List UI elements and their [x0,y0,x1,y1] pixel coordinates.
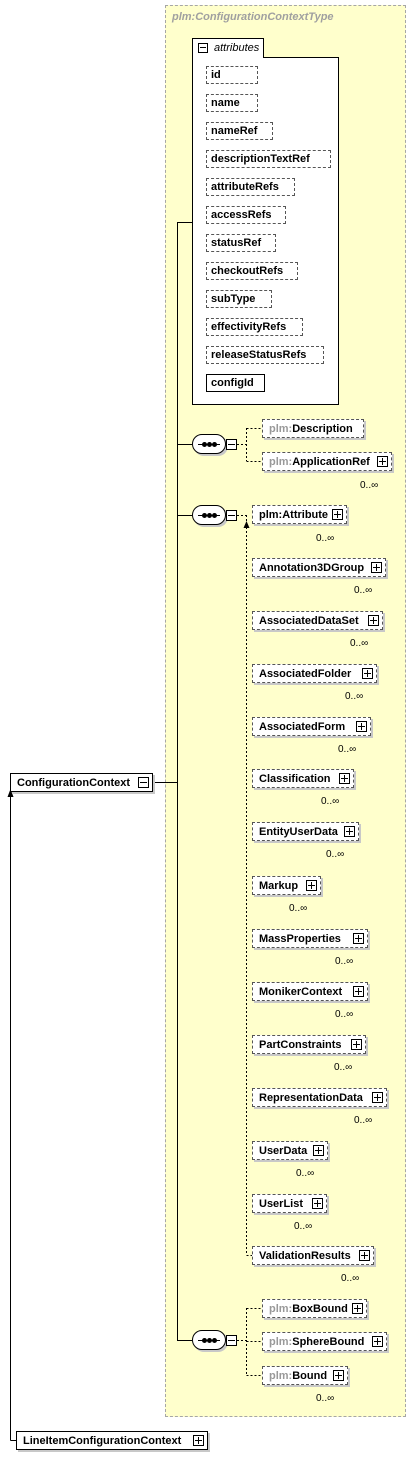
cardinality: 0..∞ [338,744,357,755]
attribute-nameref[interactable]: nameRef [206,122,273,140]
element-partconstraints[interactable]: PartConstraints [252,1035,366,1054]
element-userdata[interactable]: UserData [252,1141,328,1160]
element-massproperties[interactable]: MassProperties [252,929,368,948]
attribute-id[interactable]: id [206,66,258,84]
expand-icon[interactable] [351,1039,362,1050]
attribute-accessrefs[interactable]: accessRefs [206,206,286,224]
sequence-compositor-1[interactable] [192,434,226,454]
attribute-releasestatusrefs[interactable]: releaseStatusRefs [206,346,324,364]
expand-icon[interactable] [359,1250,370,1261]
element-entityuserdata[interactable]: EntityUserData [252,822,359,841]
attribute-name[interactable]: name [206,94,258,112]
element-applicationref[interactable]: plm:ApplicationRef [262,452,392,471]
expand-icon[interactable] [352,1303,363,1314]
cardinality: 0..∞ [321,796,340,807]
attributes-label: attributes [214,42,260,54]
collapse-sequence-1-icon[interactable] [226,439,237,450]
expand-icon[interactable] [356,721,367,732]
expand-icon[interactable] [339,773,350,784]
expand-icon[interactable] [371,562,382,573]
attribute-attributerefs[interactable]: attributeRefs [206,178,295,196]
collapse-sequence-3-icon[interactable] [226,1335,237,1346]
expand-icon[interactable] [372,1336,383,1347]
attribute-effectivityrefs[interactable]: effectivityRefs [206,318,303,336]
expand-icon[interactable] [306,880,317,891]
element-boxbound[interactable]: plm:BoxBound [262,1299,367,1318]
expand-icon[interactable] [377,456,388,467]
element-description[interactable]: plm:Description [262,419,364,438]
expand-icon[interactable] [313,1145,324,1156]
expand-icon[interactable] [353,986,364,997]
element-associatedfolder[interactable]: AssociatedFolder [252,664,377,683]
element-validationresults[interactable]: ValidationResults [252,1246,374,1265]
derived-element-lineitemconfigurationcontext[interactable]: LineItemConfigurationContext [16,1431,208,1450]
element-attribute[interactable]: plm:Attribute [252,505,347,524]
cardinality: 0..∞ [345,691,364,702]
expand-icon[interactable] [362,668,373,679]
sequence-compositor-3[interactable] [192,1330,226,1350]
attribute-checkoutrefs[interactable]: checkoutRefs [206,262,298,280]
cardinality: 0..∞ [334,1062,353,1073]
element-associateddataset[interactable]: AssociatedDataSet [252,611,383,630]
element-annotation3dgroup[interactable]: Annotation3DGroup [252,558,386,577]
collapse-icon[interactable] [138,777,149,788]
collapse-sequence-2-icon[interactable] [226,510,237,521]
expand-icon[interactable] [372,1092,383,1103]
expand-icon[interactable] [312,1198,323,1209]
element-monikercontext[interactable]: MonikerContext [252,982,368,1001]
element-representationdata[interactable]: RepresentationData [252,1088,387,1107]
cardinality: 0..∞ [335,956,354,967]
expand-icon[interactable] [333,1370,344,1381]
cardinality: 0..∞ [326,849,345,860]
element-associatedform[interactable]: AssociatedForm [252,717,371,736]
expand-icon[interactable] [193,1435,204,1446]
element-userlist[interactable]: UserList [252,1194,327,1213]
element-spherebound[interactable]: plm:SphereBound [262,1332,387,1351]
cardinality: 0..∞ [316,533,335,544]
cardinality: 0..∞ [316,1393,335,1404]
attribute-configid[interactable]: configId [206,374,265,392]
collapse-icon[interactable] [198,43,208,53]
cardinality: 0..∞ [289,903,308,914]
attribute-descriptiontextref[interactable]: descriptionTextRef [206,150,331,168]
cardinality: 0..∞ [350,638,369,649]
expand-icon[interactable] [344,826,355,837]
element-bound[interactable]: plm:Bound [262,1366,348,1385]
attribute-subtype[interactable]: subType [206,290,272,308]
type-title: plm:ConfigurationContextType [172,11,334,23]
expand-icon[interactable] [332,509,343,520]
cardinality: 0..∞ [341,1273,360,1284]
expand-icon[interactable] [368,615,379,626]
cardinality: 0..∞ [354,1115,373,1126]
attributes-tab[interactable]: attributes [192,38,264,58]
cardinality: 0..∞ [294,1221,313,1232]
cardinality: 0..∞ [335,1009,354,1020]
sequence-compositor-2[interactable] [192,505,226,525]
root-element-configurationcontext[interactable]: ConfigurationContext [10,773,153,792]
cardinality: 0..∞ [360,480,379,491]
element-classification[interactable]: Classification [252,769,354,788]
attribute-statusref[interactable]: statusRef [206,234,276,252]
element-markup[interactable]: Markup [252,876,321,895]
expand-icon[interactable] [353,933,364,944]
cardinality: 0..∞ [354,585,373,596]
cardinality: 0..∞ [296,1168,315,1179]
